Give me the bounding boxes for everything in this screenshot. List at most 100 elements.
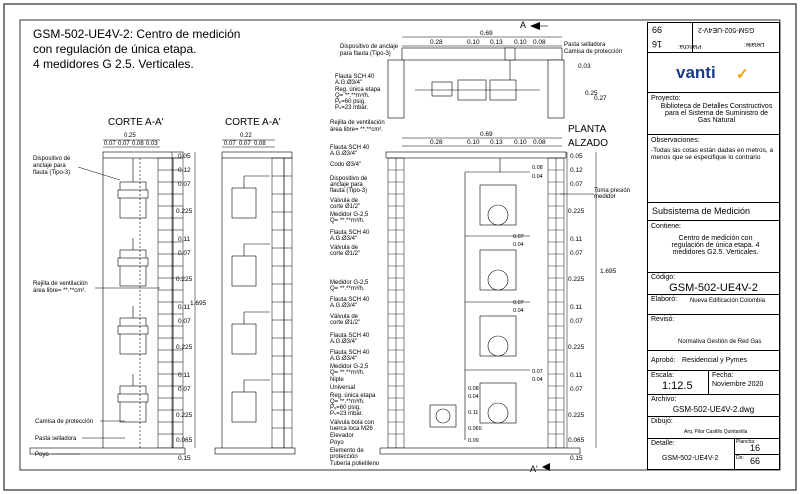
- dibujo-value: Arq. Pilar Castillo Quintanilla: [684, 429, 748, 435]
- codigo-value: GSM-502-UE4V-2: [669, 282, 758, 294]
- svg-text:0.08: 0.08: [533, 39, 546, 46]
- title-block: 66 16 GSM-502-UE4V-2 Detalle: Plancha: v…: [647, 22, 780, 470]
- proyecto-value: Biblioteca de Detalles Constructivos par…: [660, 103, 773, 124]
- svg-text:0.11: 0.11: [570, 304, 583, 311]
- svg-text:0.07: 0.07: [513, 300, 524, 306]
- svg-text:Pₑ=60 psig.: Pₑ=60 psig.: [330, 405, 361, 411]
- svg-text:0.225: 0.225: [176, 344, 193, 351]
- svg-text:0.05: 0.05: [178, 153, 191, 160]
- elevation-title: ALZADO: [568, 138, 608, 149]
- svg-text:0.08: 0.08: [468, 386, 479, 392]
- svg-text:0.07: 0.07: [532, 369, 543, 375]
- svg-text:área libre= **.**cm².: área libre= **.**cm².: [33, 288, 86, 294]
- svg-text:Tubería polietileno: Tubería polietileno: [330, 461, 380, 467]
- archivo-cell: Archivo: GSM-502-UE4V-2.dwg: [648, 395, 779, 417]
- plan-side-dims: 0.03 0.25 0.27: [578, 63, 607, 102]
- sheet-header: 66 16 GSM-502-UE4V-2 Detalle: Plancha:: [648, 23, 779, 53]
- svg-text:0.28: 0.28: [430, 39, 443, 46]
- svg-text:1.695: 1.695: [190, 300, 207, 307]
- svg-text:0.03: 0.03: [146, 141, 158, 147]
- svg-text:0.065: 0.065: [176, 437, 193, 444]
- elevation-right-dims: 0.05 0.12 0.07 0.225 0.11 0.07 0.225 0.1…: [566, 152, 617, 462]
- svg-text:Camisa de protección: Camisa de protección: [564, 49, 622, 55]
- svg-text:Flauta SCH 40: Flauta SCH 40: [330, 145, 370, 151]
- svg-text:Medidor G-2,5: Medidor G-2,5: [330, 212, 369, 218]
- svg-text:0.12: 0.12: [570, 167, 583, 174]
- svg-text:corte Ø1/2": corte Ø1/2": [330, 320, 360, 326]
- svg-text:0.11: 0.11: [570, 236, 583, 243]
- elaboro-value: Nueva Edificación Colombia: [689, 298, 766, 304]
- svg-text:Rejilla de ventilación: Rejilla de ventilación: [33, 281, 88, 287]
- svg-text:0.13: 0.13: [490, 39, 503, 46]
- svg-text:Elemento de: Elemento de: [330, 448, 364, 454]
- svg-text:0.10: 0.10: [514, 39, 527, 46]
- svg-text:0.07: 0.07: [118, 141, 130, 147]
- svg-text:Pasta selladora: Pasta selladora: [564, 42, 606, 48]
- elevation-top-slab: [385, 151, 567, 159]
- svg-text:Flauta SCH 40: Flauta SCH 40: [335, 74, 375, 80]
- svg-text:0.25: 0.25: [124, 133, 136, 139]
- svg-text:Elevador: Elevador: [330, 433, 354, 439]
- svg-text:Medidor G-2,5: Medidor G-2,5: [330, 280, 369, 286]
- svg-text:Q= **.**m³/h.: Q= **.**m³/h.: [335, 93, 370, 99]
- svg-text:0.04: 0.04: [468, 394, 479, 400]
- svg-text:0.11: 0.11: [178, 236, 191, 243]
- plan-section-mark: A: [520, 20, 548, 30]
- svg-text:0.065: 0.065: [468, 426, 482, 432]
- svg-text:0.07: 0.07: [513, 234, 524, 240]
- svg-text:0.08: 0.08: [533, 139, 546, 146]
- svg-text:0.07: 0.07: [570, 250, 583, 257]
- svg-text:0.225: 0.225: [568, 344, 585, 351]
- svg-text:Pₛ=23 mbar.: Pₛ=23 mbar.: [330, 411, 363, 417]
- elaboro-cell: Elaboró: Nueva Edificación Colombia: [648, 295, 779, 315]
- proyecto-cell: Proyecto: Biblioteca de Detalles Constru…: [648, 93, 779, 135]
- escala-value: 1:12.5: [662, 380, 693, 392]
- svg-text:Toma presión: Toma presión: [594, 188, 630, 194]
- svg-text:tuerca loca M26: tuerca loca M26: [330, 426, 373, 432]
- svg-text:0.04: 0.04: [513, 242, 524, 248]
- svg-text:0.04: 0.04: [532, 174, 543, 180]
- svg-text:0.11: 0.11: [178, 372, 191, 379]
- svg-text:0.04: 0.04: [513, 308, 524, 314]
- svg-text:Universal: Universal: [330, 385, 355, 391]
- contiene-cell: Contiene: Centro de medición con regulac…: [648, 221, 779, 273]
- plan-top-dims: 0.69 0.28 0.10 0.13 0.10 0.08: [402, 30, 562, 47]
- svg-text:0.69: 0.69: [480, 131, 493, 138]
- svg-text:para flauta (Tipo-3): para flauta (Tipo-3): [340, 51, 391, 57]
- svg-text:0.11: 0.11: [570, 372, 583, 379]
- svg-text:Niple: Niple: [330, 377, 344, 383]
- svg-text:0.11: 0.11: [468, 410, 478, 416]
- svg-text:0.10: 0.10: [467, 139, 480, 146]
- svg-text:corte Ø1/2": corte Ø1/2": [330, 251, 360, 257]
- svg-text:A.G.Ø3/4": A.G.Ø3/4": [330, 236, 357, 242]
- title-line3: 4 medidores G 2.5. Verticales.: [33, 57, 194, 71]
- detalle-value: GSM-502-UE4V-2: [662, 455, 719, 462]
- reviso-value: Normativa Gestión de Red Gas: [678, 339, 762, 345]
- svg-text:0.10: 0.10: [467, 39, 480, 46]
- svg-text:Dispositivo de: Dispositivo de: [33, 156, 71, 162]
- elevation-top-dims: 0.69 0.28 0.10 0.13 0.10 0.08: [402, 131, 562, 147]
- svg-text:0.03: 0.03: [578, 63, 591, 70]
- svg-text:Flauta SCH 40: Flauta SCH 40: [330, 350, 370, 356]
- svg-text:0.07: 0.07: [178, 250, 191, 257]
- left-section-labels: Dispositivo de anclaje para flauta (Tipo…: [33, 156, 160, 458]
- svg-text:corte Ø1/2": corte Ø1/2": [330, 204, 360, 210]
- svg-text:0.08: 0.08: [254, 141, 266, 147]
- svg-text:Camisa de protección: Camisa de protección: [35, 419, 93, 425]
- svg-text:0.07: 0.07: [570, 318, 583, 325]
- left-floor: [29, 447, 186, 455]
- left-meters: [117, 158, 149, 448]
- svg-text:0.12: 0.12: [178, 167, 191, 174]
- svg-text:Q= **.**m³/h.: Q= **.**m³/h.: [330, 218, 365, 224]
- left-top-slab: [102, 151, 184, 159]
- svg-text:medidor: medidor: [594, 194, 616, 200]
- plancha-value: 16: [750, 443, 761, 453]
- plan-left-jamb: [387, 59, 405, 119]
- elevation-inner-dims: 0.08 0.04 0.07 0.04 0.07 0.04 0.07 0.04 …: [468, 165, 543, 444]
- svg-text:Válvula de: Válvula de: [330, 314, 359, 320]
- elevation-toma-label: Toma presión medidor: [560, 188, 630, 200]
- svg-text:0.11: 0.11: [178, 304, 191, 311]
- svg-text:0.225: 0.225: [176, 208, 193, 215]
- mid-top-slab: [221, 151, 293, 159]
